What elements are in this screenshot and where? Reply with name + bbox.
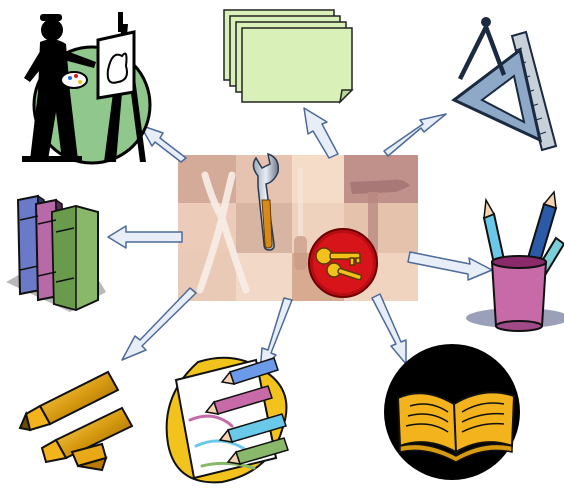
drawing-pencils-icon — [167, 358, 288, 483]
tools-collage — [178, 154, 418, 301]
highlighters-icon — [20, 372, 132, 470]
open-book-icon — [384, 344, 520, 480]
arrow-right — [408, 252, 492, 280]
arrow-lower-right — [372, 294, 406, 364]
drafting-tools-icon — [454, 17, 556, 150]
arrow-upper-right — [384, 114, 446, 156]
keys-icon — [309, 229, 377, 297]
pencil-cup-icon — [466, 192, 564, 331]
painter-at-easel-icon — [22, 12, 150, 163]
arrow-lower-left — [122, 288, 196, 360]
books-icon — [6, 196, 106, 312]
arrow-up — [304, 108, 338, 158]
arrow-upper-left — [140, 125, 186, 162]
arrow-left — [108, 226, 182, 248]
stacked-paper-icon — [224, 10, 352, 102]
